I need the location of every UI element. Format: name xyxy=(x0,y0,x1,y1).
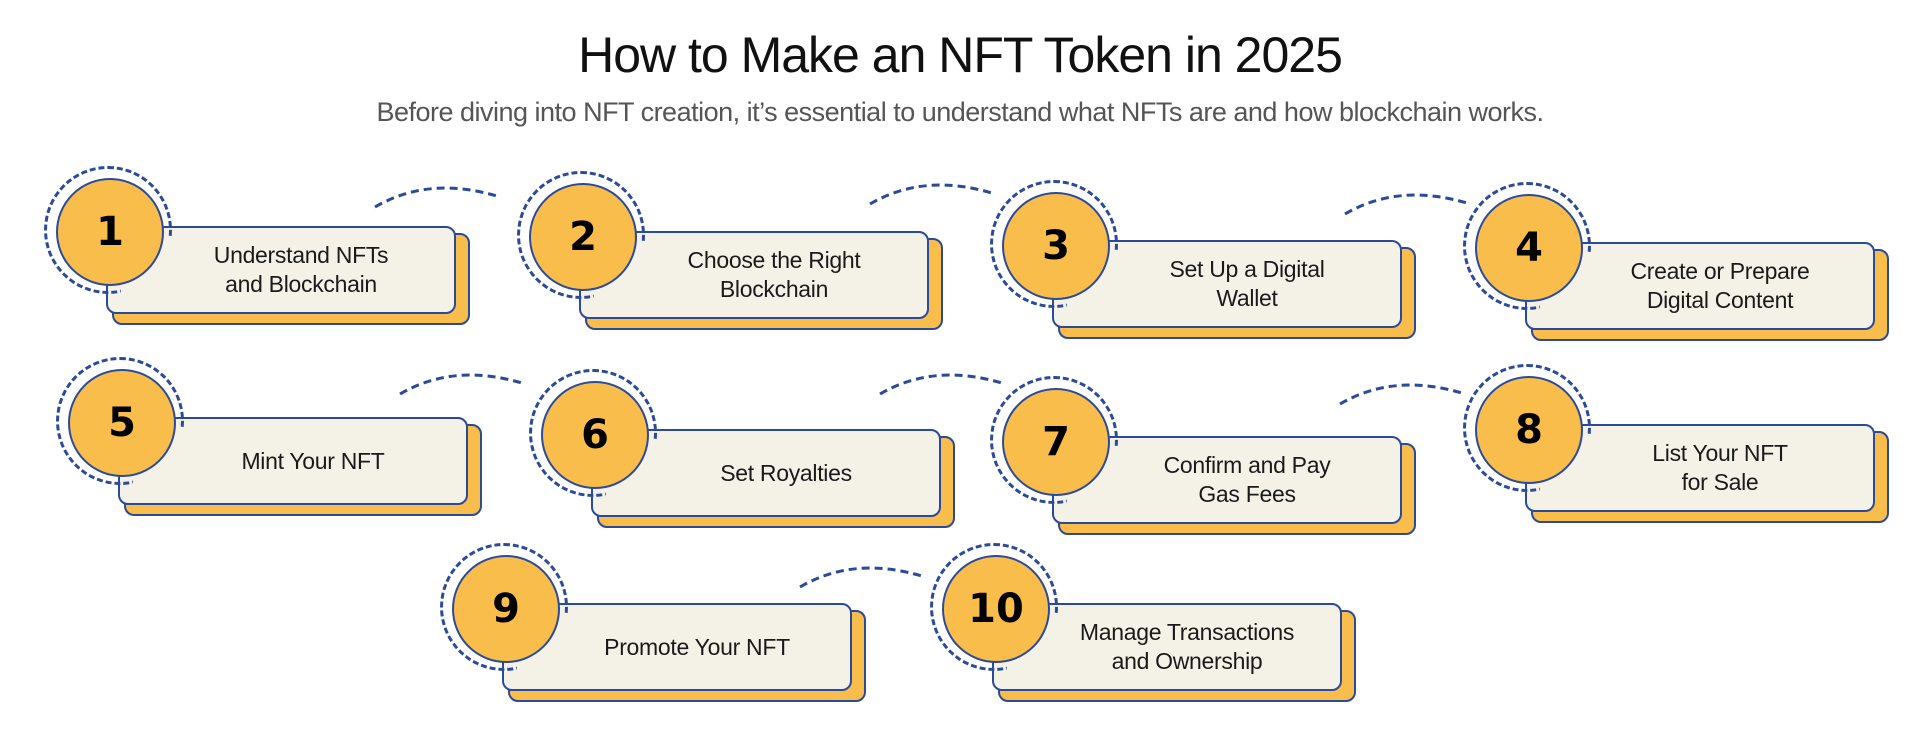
step-label: Confirm and Pay Gas Fees xyxy=(1163,452,1331,507)
step-number: 3 xyxy=(1042,223,1070,269)
step-2: Choose the Right Blockchain 2 xyxy=(517,171,943,330)
step-number-badge: 10 xyxy=(942,555,1050,663)
step-number: 6 xyxy=(581,412,609,458)
dashed-ring xyxy=(56,357,184,485)
step-number: 1 xyxy=(96,209,124,255)
step-card: List Your NFT for Sale xyxy=(1525,424,1875,512)
step-6: Set Royalties 6 xyxy=(529,369,955,528)
dashed-ring xyxy=(440,543,568,671)
dashed-ring xyxy=(1463,364,1591,492)
step-number-badge: 7 xyxy=(1002,388,1110,496)
step-5: Mint Your NFT 5 xyxy=(56,357,482,516)
step-8: List Your NFT for Sale 8 xyxy=(1463,364,1889,523)
dashed-ring xyxy=(44,166,172,294)
step-card: Promote Your NFT xyxy=(502,603,852,691)
step-number-badge: 3 xyxy=(1002,192,1110,300)
step-card: Mint Your NFT xyxy=(118,417,468,505)
step-label: Mint Your NFT xyxy=(241,447,385,474)
dashed-ring xyxy=(990,180,1118,308)
dashed-ring xyxy=(517,171,645,299)
connector-arc xyxy=(1339,383,1466,406)
step-10: Manage Transactions and Ownership 10 xyxy=(930,543,1356,702)
step-label: Understand NFTs and Blockchain xyxy=(213,242,389,297)
step-number-badge: 9 xyxy=(452,555,560,663)
step-number: 9 xyxy=(492,586,520,632)
step-number-badge: 1 xyxy=(56,178,164,286)
step-number: 4 xyxy=(1515,225,1543,271)
step-number: 5 xyxy=(108,400,136,446)
step-number-badge: 5 xyxy=(68,369,176,477)
page-title: How to Make an NFT Token in 2025 xyxy=(578,27,1343,83)
step-number: 10 xyxy=(968,586,1024,632)
step-card: Set Up a Digital Wallet xyxy=(1052,240,1402,328)
dashed-ring xyxy=(930,543,1058,671)
step-card: Set Royalties xyxy=(591,429,941,517)
step-card: Manage Transactions and Ownership xyxy=(992,603,1342,691)
connector-arc xyxy=(399,373,526,396)
step-card: Choose the Right Blockchain xyxy=(579,231,929,319)
step-number-badge: 4 xyxy=(1475,194,1583,302)
step-1: Understand NFTs and Blockchain 1 xyxy=(44,166,470,325)
connector-arc xyxy=(1344,193,1471,216)
step-number: 8 xyxy=(1515,407,1543,453)
step-card: Confirm and Pay Gas Fees xyxy=(1052,436,1402,524)
step-label: Manage Transactions and Ownership xyxy=(1079,619,1295,674)
page-subtitle: Before diving into NFT creation, it’s es… xyxy=(376,97,1544,127)
dashed-ring xyxy=(1463,182,1591,310)
step-7: Confirm and Pay Gas Fees 7 xyxy=(990,376,1416,535)
step-number-badge: 2 xyxy=(529,183,637,291)
step-card: Create or Prepare Digital Content xyxy=(1525,242,1875,330)
step-label: Set Royalties xyxy=(720,459,852,486)
connector-arc xyxy=(799,566,926,589)
dashed-ring xyxy=(990,376,1118,504)
connector-arc xyxy=(374,186,501,209)
step-number: 7 xyxy=(1042,419,1070,465)
step-number-badge: 6 xyxy=(541,381,649,489)
step-3: Set Up a Digital Wallet 3 xyxy=(990,180,1416,339)
step-card: Understand NFTs and Blockchain xyxy=(106,226,456,314)
step-label: List Your NFT for Sale xyxy=(1652,440,1788,495)
step-9: Promote Your NFT 9 xyxy=(440,543,866,702)
connector-arc xyxy=(869,183,996,206)
step-number: 2 xyxy=(569,214,597,260)
step-label: Promote Your NFT xyxy=(604,633,790,660)
step-label: Create or Prepare Digital Content xyxy=(1630,258,1810,313)
step-number-badge: 8 xyxy=(1475,376,1583,484)
connector-arc xyxy=(879,373,1006,396)
step-4: Create or Prepare Digital Content 4 xyxy=(1463,182,1889,341)
step-label: Choose the Right Blockchain xyxy=(687,247,861,302)
dashed-ring xyxy=(529,369,657,497)
step-label: Set Up a Digital Wallet xyxy=(1169,256,1325,311)
